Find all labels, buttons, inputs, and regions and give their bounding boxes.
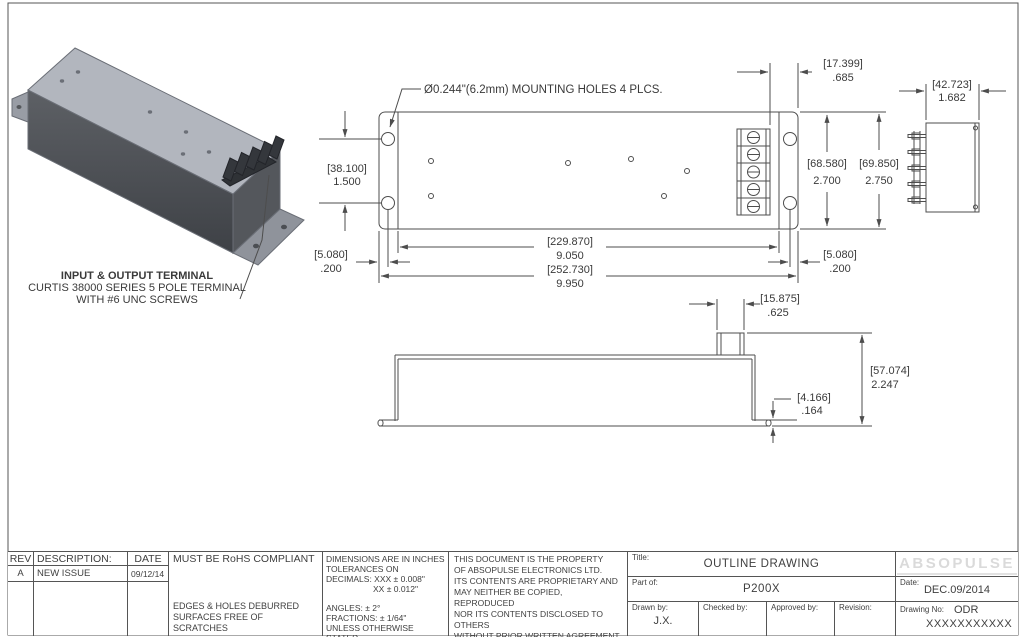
dim-end-view-width-in: 1.682: [938, 92, 966, 104]
dim-end-offset-right-in: .200: [829, 263, 850, 275]
logo-section: ABSOPULSE Date: DEC.09/2014 Drawing No: …: [895, 552, 1018, 636]
revision-cell: Revision:: [834, 602, 896, 636]
top-view-dimensions: [319, 63, 886, 283]
property-notice-column: THIS DOCUMENT IS THE PROPERTY OF ABSOPUL…: [448, 552, 627, 637]
property-line: NOR ITS CONTENTS DISCLOSED TO OTHERS: [454, 609, 603, 630]
terminal-note-line1: INPUT & OUTPUT TERMINAL: [61, 270, 213, 282]
dim-overall-length-in: 9.950: [556, 278, 584, 290]
issue-date-row: Date: DEC.09/2014: [896, 577, 1018, 602]
terminal-note-line3: WITH #6 UNC SCREWS: [76, 294, 198, 306]
dim-body-width-in: 2.700: [813, 175, 841, 187]
approved-by-label: Approved by:: [771, 603, 819, 612]
terminal-block-3d: [221, 135, 285, 187]
issue-date-value: DEC.09/2014: [923, 584, 991, 596]
dim-terminal-height-offset-mm: [15.875]: [760, 293, 800, 305]
top-face-holes: [59, 70, 212, 156]
title-row: Title: OUTLINE DRAWING: [628, 552, 895, 577]
mounting-hole-callout: Ø0.244"(6.2mm) MOUNTING HOLES 4 PLCS.: [389, 84, 663, 128]
dim-hole-spacing-in: 1.500: [333, 176, 361, 188]
drawing-number-prefix: ODR: [954, 604, 979, 616]
mounting-hole-callout-text: Ø0.244"(6.2mm) MOUNTING HOLES 4 PLCS.: [424, 84, 663, 96]
tolerances-column: DIMENSIONS ARE IN INCHES TOLERANCES ON D…: [322, 552, 448, 637]
dim-end-offset-left-in: .200: [320, 263, 341, 275]
terminal-note-line2: CURTIS 38000 SERIES 5 POLE TERMINAL: [28, 282, 246, 294]
dim-flange-thickness-in: .164: [801, 405, 822, 417]
dim-end-view-width-mm: [42.723]: [932, 79, 972, 91]
property-line: WITHOUT PRIOR WRITTEN AGREEMENT: [454, 631, 620, 637]
dim-overall-height-mm: [57.074]: [870, 365, 910, 377]
sheet-border: [7, 2, 1019, 636]
dim-flange-thickness-mm: [4.166]: [797, 392, 831, 404]
rohs-column: MUST BE RoHS COMPLIANT EDGES & HOLES DEB…: [168, 552, 322, 636]
signature-row: Drawn by: J.X. Checked by: Approved by: …: [628, 602, 895, 636]
date-header: DATE: [128, 552, 168, 566]
drawn-by-label: Drawn by:: [632, 603, 669, 612]
drawing-title: OUTLINE DRAWING: [703, 558, 820, 570]
dim-end-offset-left-mm: [5.080]: [314, 249, 348, 261]
rev-column: REV A: [8, 552, 33, 636]
revision-label: Revision:: [839, 603, 872, 612]
rev-value: A: [8, 566, 33, 582]
rohs-note: MUST BE RoHS COMPLIANT: [173, 553, 315, 565]
property-line: OF ABSOPULSE ELECTRONICS LTD.: [454, 565, 603, 575]
side-view-dimensions: [689, 299, 872, 443]
finish-note-line2: SURFACES FREE OF SCRATCHES: [173, 612, 264, 633]
rev-header: REV: [8, 552, 33, 566]
tolerance-line: FRACTIONS: ± 1/64": [326, 613, 407, 623]
dim-hole-span-in: 9.050: [556, 250, 584, 262]
tolerance-line: ANGLES: ± 2°: [326, 603, 381, 613]
date-column: DATE 09/12/14: [127, 552, 168, 636]
description-column: DESCRIPTION: NEW ISSUE: [33, 552, 127, 636]
property-line: MAY NEITHER BE COPIED, REPRODUCED: [454, 587, 563, 608]
dim-body-width-mm: [68.580]: [807, 158, 847, 170]
dim-hole-span-mm: [229.870]: [547, 236, 593, 248]
issue-date-label: Date:: [900, 578, 920, 587]
description-value: NEW ISSUE: [34, 566, 127, 582]
title-label: Title:: [632, 553, 650, 562]
drawing-number-value: XXXXXXXXXXX: [926, 618, 1013, 630]
title-section: Title: OUTLINE DRAWING Part of: P200X Dr…: [627, 552, 895, 636]
finish-note-line1: EDGES & HOLES DEBURRED: [173, 601, 300, 611]
drawing-number-label: Drawing No:: [900, 605, 945, 614]
tolerance-line: TOLERANCES ON: [326, 564, 399, 574]
part-row: Part of: P200X: [628, 577, 895, 602]
drawn-by-value: J.X.: [653, 615, 673, 627]
part-number: P200X: [742, 583, 781, 595]
tolerance-line: DIMENSIONS ARE IN INCHES: [326, 554, 445, 564]
dim-terminal-offset-mm: [17.399]: [823, 58, 863, 70]
dim-terminal-offset-in: .685: [832, 72, 853, 84]
title-block: REV A DESCRIPTION: NEW ISSUE DATE 09/12/…: [8, 551, 1018, 637]
terminal-annotation: INPUT & OUTPUT TERMINAL CURTIS 38000 SER…: [28, 174, 270, 306]
absopulse-logo: ABSOPULSE: [897, 555, 1017, 575]
side-view: [377, 332, 772, 427]
checked-by-cell: Checked by:: [698, 602, 766, 636]
dim-end-offset-right-mm: [5.080]: [823, 249, 857, 261]
checked-by-label: Checked by:: [703, 603, 748, 612]
property-line: ITS CONTENTS ARE PROPRIETARY AND: [454, 576, 618, 586]
logo-row: ABSOPULSE: [896, 552, 1018, 577]
date-value-cell: 09/12/14: [128, 566, 168, 582]
dim-overall-width-in: 2.750: [865, 175, 893, 187]
tolerance-line: DECIMALS: XXX ± 0.008": [326, 574, 425, 584]
dim-overall-height-in: 2.247: [871, 379, 899, 391]
end-view: [899, 84, 1006, 213]
tolerance-line: UNLESS OTHERWISE STATED: [326, 623, 414, 637]
dim-hole-spacing-mm: [38.100]: [327, 163, 367, 175]
terminal-pins: [907, 132, 927, 204]
approved-by-cell: Approved by:: [766, 602, 834, 636]
part-of-label: Part of:: [632, 578, 658, 587]
top-view: [378, 111, 799, 230]
description-header: DESCRIPTION:: [34, 552, 127, 566]
dim-terminal-height-offset-in: .625: [767, 307, 788, 319]
tolerance-line: XX ± 0.012": [373, 584, 419, 594]
property-line: THIS DOCUMENT IS THE PROPERTY: [454, 554, 604, 564]
dim-overall-width-mm: [69.850]: [859, 158, 899, 170]
terminal-block-plan: [736, 128, 771, 216]
dim-overall-length-mm: [252.730]: [547, 264, 593, 276]
isometric-view: [11, 47, 305, 266]
drawn-by-cell: Drawn by: J.X.: [628, 602, 698, 636]
drawing-number-row: Drawing No: ODR XXXXXXXXXXX: [896, 602, 1018, 636]
